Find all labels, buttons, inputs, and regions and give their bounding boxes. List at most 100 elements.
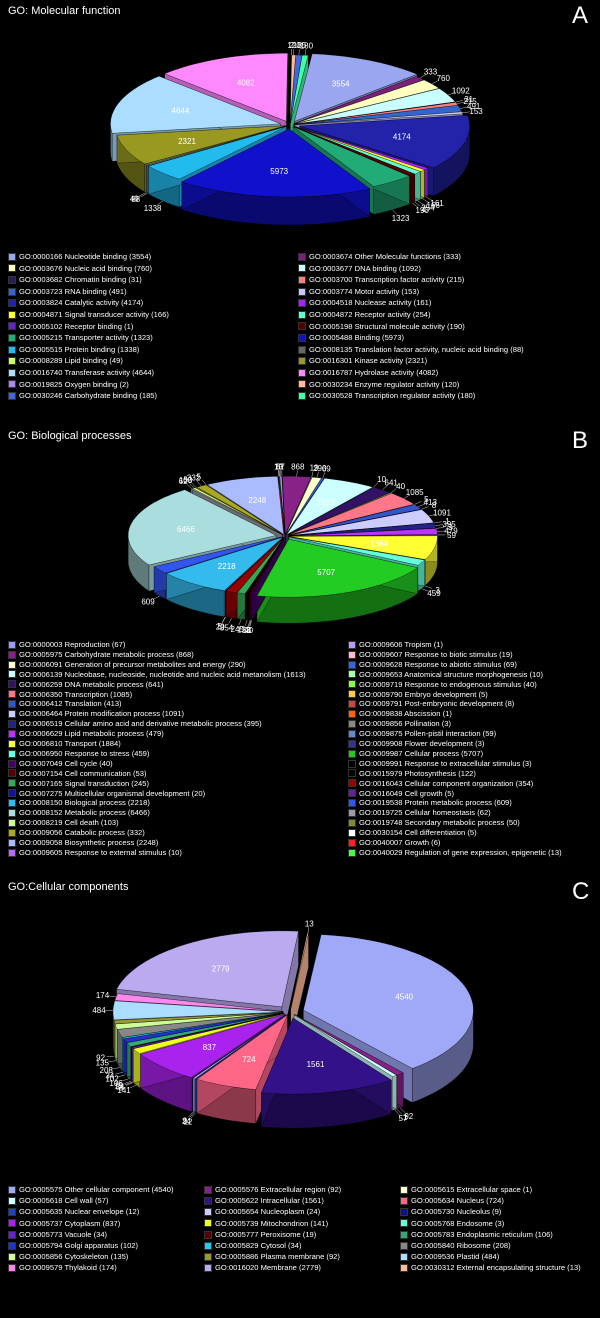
leader-line (296, 470, 298, 477)
leader-line (117, 1074, 126, 1078)
legend-label: GO:0009908 Flower development (3) (359, 739, 485, 748)
legend-label: GO:0008150 Biological process (2218) (19, 798, 150, 808)
legend-swatch (348, 848, 356, 857)
leader-line (186, 483, 192, 489)
legend-item: GO:0006412 Translation (413) (8, 699, 122, 709)
legend-label: GO:0005730 Nucleolus (9) (411, 1207, 502, 1217)
legend-swatch (8, 1252, 16, 1261)
legend-swatch (298, 380, 306, 389)
legend-label: GO:0009987 Cellular process (5707) (359, 748, 484, 758)
pie-slice (261, 1017, 392, 1095)
pie-slice (206, 476, 284, 535)
legend-label: GO:0030246 Carbohydrate binding (185) (19, 391, 158, 401)
slice-value-label: 40 (244, 626, 253, 635)
slice-value-label: 609 (141, 598, 155, 607)
legend-swatch (8, 710, 16, 719)
legend-swatch (8, 828, 16, 837)
slice-value-label: 868 (291, 462, 305, 471)
legend-item: GO:0030234 Enzyme regulator activity (12… (298, 380, 459, 390)
slice-value-label: 1091 (433, 509, 451, 518)
leader-line (403, 494, 411, 499)
legend-item: GO:0016020 Membrane (2779) (204, 1263, 321, 1273)
legend-item: GO:0009056 Catabolic process (332) (8, 828, 145, 838)
leader-line (460, 106, 468, 109)
legend-item: GO:0005102 Receptor binding (1) (8, 322, 133, 332)
legend-swatch (8, 700, 16, 709)
legend-label: GO:0005739 Mitochondrion (141) (215, 1218, 329, 1228)
legend-swatch (348, 710, 356, 719)
legend-label: GO:0030312 External encapsulating struct… (411, 1263, 581, 1273)
legend-swatch (400, 1252, 408, 1261)
slice-value-label: 2218 (218, 562, 236, 571)
slice-value-label: 19 (310, 463, 319, 472)
leader-line (156, 200, 163, 206)
slice-value-label: 5 (424, 495, 429, 504)
legend-item: GO:0030312 External encapsulating struct… (400, 1263, 581, 1273)
pie-slice (288, 536, 426, 566)
pie-tops (110, 53, 470, 198)
leader-line (422, 198, 429, 203)
legend-label: GO:0008219 Cell death (103) (19, 818, 119, 828)
pie-slice (114, 1012, 284, 1030)
legend-item: GO:0005622 Intracellular (1561) (204, 1196, 324, 1206)
leader-line (238, 619, 242, 626)
legend-swatch (8, 380, 16, 389)
pie-slice (148, 126, 287, 180)
slice-value-label: 10 (377, 475, 386, 484)
legend-item: GO:0005768 Endosome (3) (400, 1219, 504, 1229)
legend-swatch (348, 799, 356, 808)
leader-line (188, 483, 195, 489)
legend-label: GO:0009056 Catabolic process (332) (19, 828, 145, 838)
legend-label: GO:0009875 Pollen-pistil interaction (59… (359, 729, 497, 739)
leader-line (111, 1067, 120, 1070)
legend-label: GO:0016787 Hydrolase activity (4082) (309, 368, 439, 377)
pie-slice (117, 1012, 284, 1038)
legend-swatch (8, 1230, 16, 1239)
leader-line (152, 595, 160, 600)
legend-label: GO:0005488 Binding (5973) (309, 333, 404, 343)
leader-line (201, 479, 207, 485)
legend-swatch (8, 799, 16, 808)
pie-slice (292, 126, 410, 187)
pie-tops (112, 930, 474, 1095)
pie-slice (126, 1013, 284, 1047)
legend-item: GO:0004872 Receptor activity (254) (298, 310, 431, 320)
pie-slice (237, 537, 284, 594)
legend-label: GO:0005777 Peroxisome (19) (215, 1229, 317, 1239)
leader-line (129, 1085, 137, 1089)
leader-line (382, 485, 388, 491)
legend-item: GO:0009606 Tropism (1) (348, 640, 443, 650)
legend-item: GO:0019748 Secondary metabolic process (… (348, 818, 520, 828)
legend-label: GO:0006629 Lipid metabolic process (479) (19, 729, 164, 739)
legend-swatch (8, 670, 16, 679)
slice-value-label: 641 (385, 478, 399, 487)
leader-line (316, 471, 319, 478)
legend-label: GO:0003676 Nucleic acid binding (760) (19, 263, 152, 273)
leader-line (245, 619, 248, 626)
slice-value-label: 1338 (144, 204, 162, 213)
slice-value-label: 135 (96, 1059, 110, 1068)
legend-label: GO:0007049 Cell cycle (40) (19, 758, 113, 768)
legend-label: GO:0005768 Endosome (3) (411, 1218, 505, 1228)
slice-value-label: 2 (289, 41, 294, 50)
legend-item: GO:0009838 Abscission (1) (348, 709, 452, 719)
legend-label: GO:0040029 Regulation of gene expression… (359, 847, 562, 857)
legend-label: GO:0006464 Protein modification process … (19, 709, 185, 719)
leader-line (322, 472, 325, 479)
legend-item: GO:0040029 Regulation of gene expression… (348, 848, 562, 858)
legend-label: GO:0009791 Post-embryonic development (8… (359, 699, 515, 709)
legend-swatch (348, 789, 356, 798)
slice-value-label: 2779 (212, 965, 230, 974)
legend-label: GO:0000003 Reproduction (67) (19, 640, 126, 649)
legend-swatch (298, 310, 306, 319)
legend-item: GO:0009908 Flower development (3) (348, 739, 484, 749)
legend-swatch (298, 333, 306, 342)
legend-label: GO:0005886 Plasma membrane (92) (215, 1252, 340, 1262)
slice-value-label: 40 (396, 482, 405, 491)
leader-line (414, 201, 421, 207)
slice-value-label: 161 (430, 199, 444, 208)
slice-value-label: 724 (242, 1055, 256, 1064)
legend-swatch (8, 1208, 16, 1217)
legend-label: GO:0006519 Cellular amino acid and deriv… (19, 719, 262, 729)
